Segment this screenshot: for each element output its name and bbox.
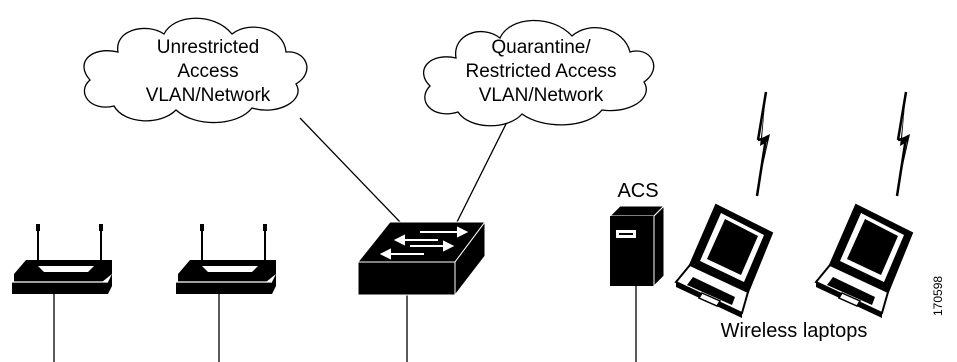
wireless-access-point-icon	[12, 224, 112, 294]
figure-id: 170598	[931, 275, 945, 316]
lightning-bolt-icon	[755, 91, 770, 197]
cloud-quarantine-icon	[423, 19, 655, 127]
laptop-icon	[814, 203, 914, 318]
cloud-unrestricted-icon	[83, 17, 308, 124]
cloud-label-unrestricted: Unrestricted Access VLAN/Network	[133, 36, 283, 108]
cloud-label-quarantine: Quarantine/ Restricted Access VLAN/Netwo…	[446, 36, 636, 108]
wireless-access-point-icon	[176, 224, 276, 294]
link-quarantine-to-switch	[456, 121, 508, 223]
cloud-label-unrestricted-text: Unrestricted Access VLAN/Network	[145, 37, 271, 106]
cloud-label-quarantine-text: Quarantine/ Restricted Access VLAN/Netwo…	[465, 37, 617, 106]
switch-icon	[356, 220, 486, 297]
link-unrestricted-to-switch	[299, 117, 401, 223]
wireless-laptops-label: Wireless laptops	[720, 320, 868, 342]
laptop-icon	[674, 203, 774, 318]
server-tower-icon	[608, 204, 666, 288]
acs-label: ACS	[617, 180, 659, 202]
lightning-bolt-icon	[895, 91, 910, 197]
